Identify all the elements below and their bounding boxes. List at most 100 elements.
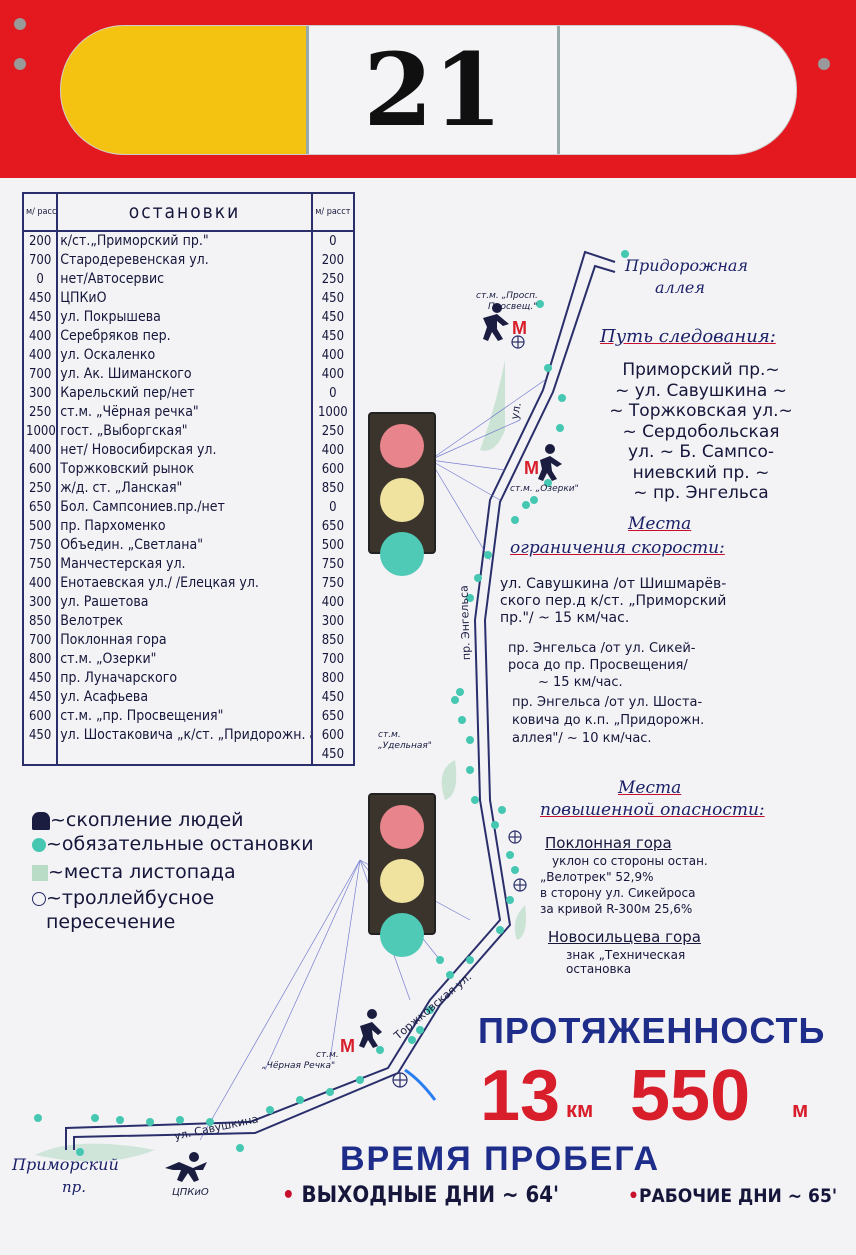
dist-left-cell: 200 (21, 231, 59, 252)
dist-right-cell: 300 (310, 611, 356, 631)
runtime-weekend: • ВЫХОДНЫЕ ДНИ ~ 64' (282, 1183, 560, 1208)
bolt-icon (14, 58, 26, 70)
bus-stop-dot-icon (506, 851, 514, 859)
dist-left-cell: 400 (21, 326, 59, 346)
danger-title-2: повышенной опасности: (540, 800, 765, 820)
dist-right-cell: 0 (310, 497, 356, 517)
route-path-line: ~ Сердобольская (622, 421, 780, 442)
danger-line: остановка (566, 962, 632, 976)
dist-left-cell: 450 (21, 308, 59, 327)
street-label-engelsa: пр. Энгельса (457, 585, 473, 660)
speed-limit-line: аллея"/ ~ 10 км/час. (512, 731, 652, 746)
bus-stop-dot-icon (76, 1148, 84, 1156)
leaf-fall-area (441, 760, 457, 800)
length-km: 13 (480, 1056, 561, 1136)
people-crowd-icon (538, 444, 562, 481)
stop-name-cell: ст.м. „Озерки" (56, 649, 313, 669)
bus-stop-dot-icon (456, 688, 464, 696)
danger-block2-title: Новосильцева гора (548, 928, 701, 946)
speed-limit-item: ул. Савушкина /от Шишмарёв- ского пер.д … (500, 576, 726, 627)
stop-name-cell: Стародеревенская ул. (56, 251, 313, 271)
bus-stop-dot-icon (491, 821, 499, 829)
bolt-icon (14, 18, 26, 30)
dist-right-cell: 500 (310, 535, 356, 555)
stop-name-cell: Енотаевская ул./ /Елецкая ул. (56, 573, 313, 593)
bus-stop-dot-icon (32, 837, 46, 852)
dist-right-cell: 600 (310, 459, 356, 479)
metro-label-udelnaya-2: „Удельная" (378, 741, 432, 751)
bus-stop-dot-icon (451, 696, 459, 704)
legend-text: ~места листопада (48, 861, 236, 883)
speed-limit-line: пр. Энгельса /от ул. Шоста- (512, 695, 703, 710)
danger-block1: уклон со стороны остан. „Велотрек" 52,9%… (540, 853, 708, 917)
stop-name-cell: ул. Оскаленко (56, 345, 313, 365)
stop-name-cell: нет/Автосервис (56, 270, 313, 290)
runtime-title: ВРЕМЯ ПРОБЕГА (340, 1140, 661, 1178)
metro-label-prosvet-1: ст.м. „Просп. (476, 291, 538, 301)
bus-stop-dot-icon (236, 1144, 244, 1152)
bus-stop-dot-icon (498, 806, 506, 814)
dist-left-cell: 600 (21, 459, 59, 479)
leaf-fall-icon (32, 864, 48, 881)
stop-name-cell: гост. „Выборгская" (56, 421, 313, 441)
route-map: М М М Придорожная аллея Приморский пр. с… (11, 250, 748, 1198)
bus-stop-dot-icon (416, 1026, 424, 1034)
speed-limit-item: пр. Энгельса /от ул. Сикей- роса до пр. … (508, 640, 695, 691)
bus-stop-dot-icon (176, 1116, 184, 1124)
stop-name-cell: Поклонная гора (56, 630, 313, 650)
traffic-light-red (380, 805, 424, 849)
length-m: 550 (630, 1056, 751, 1136)
metro-icon: М (512, 318, 527, 338)
stops-header: остановки (56, 193, 313, 232)
dist-right-cell: 750 (310, 573, 356, 593)
legend-text: ~троллейбусное пересечение (46, 887, 215, 933)
stop-name-cell: ул. Рашетова (56, 592, 313, 612)
danger-title-1: Места (618, 778, 682, 798)
dist-left-cell: 400 (21, 440, 59, 460)
bus-stop-dot-icon (474, 574, 482, 582)
speed-limit-line: пр."/ ~ 15 км/час. (500, 610, 630, 626)
bus-stop-dot-icon (544, 364, 552, 372)
bus-stop-dot-icon (356, 1076, 364, 1084)
dist-right-cell: 600 (310, 725, 356, 745)
dist-left-cell: 800 (21, 649, 59, 669)
people-crowd-icon (359, 1009, 382, 1048)
metro-label-ozerki: ст.м. „Озерки" (510, 484, 579, 494)
dist-right-cell: 450 (310, 326, 356, 346)
dist-right-cell: 450 (310, 744, 356, 765)
dist-left-cell: 700 (21, 630, 59, 650)
bus-stop-dot-icon (530, 496, 538, 504)
bus-stop-dot-icon (296, 1096, 304, 1104)
stop-name-cell: пр. Пархоменко (56, 516, 313, 536)
dist-right-cell: 0 (310, 231, 356, 252)
dist-left-cell: 450 (21, 668, 59, 688)
traffic-light-yellow (380, 478, 424, 522)
cpkio-label: ЦПКиО (172, 1187, 209, 1198)
length-m-unit: м (792, 1097, 809, 1122)
dist-right-cell: 400 (310, 440, 356, 460)
reference-lines (199, 379, 546, 1141)
bolt-icon (818, 58, 830, 70)
length-title: ПРОТЯЖЕННОСТЬ (478, 1010, 826, 1051)
dist-left-cell: 400 (21, 345, 59, 365)
bus-stop-dot-icon (556, 424, 564, 432)
metro-label-chernaya-2: „Чёрная Речка" (262, 1061, 335, 1071)
bus-stop-dot-icon (466, 594, 474, 602)
length-km-unit: км (566, 1097, 594, 1122)
dist-left-cell: 450 (21, 725, 59, 745)
people-crowd-icon (32, 811, 50, 830)
